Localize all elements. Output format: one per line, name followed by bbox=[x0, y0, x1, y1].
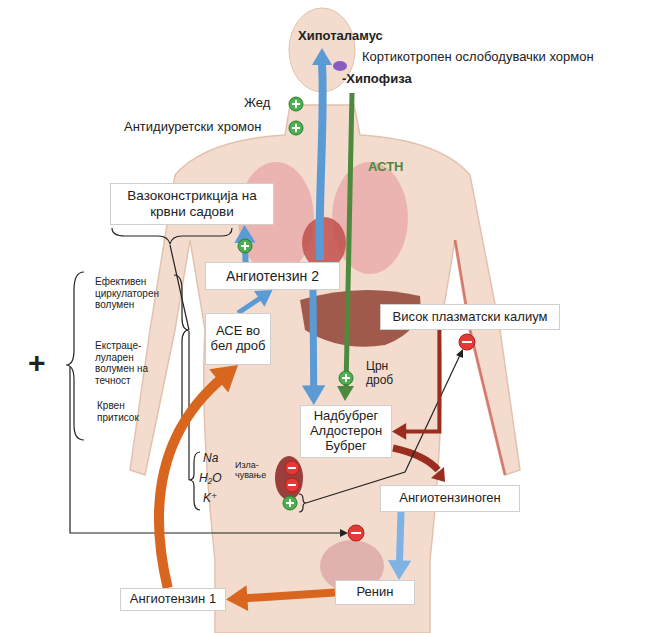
connector-arrow bbox=[302, 290, 325, 405]
acth-arrow bbox=[346, 93, 352, 388]
connector-arrow bbox=[234, 225, 255, 262]
process-box: Надбубрег Алдостерон Бубрег bbox=[300, 405, 392, 458]
red-arrow bbox=[393, 448, 438, 470]
process-box: Висок плазматски калиум bbox=[380, 304, 560, 330]
minus-sign bbox=[459, 334, 475, 350]
connector-line bbox=[159, 376, 225, 588]
arrowhead bbox=[312, 48, 332, 65]
blue-arrow bbox=[320, 63, 323, 260]
text-label: Антидиуретски хромон bbox=[124, 120, 261, 135]
minus-sign bbox=[348, 525, 364, 541]
arrowhead bbox=[226, 585, 248, 611]
text-label: Na bbox=[203, 452, 218, 466]
box-text: Ангиотензиноген bbox=[399, 491, 501, 506]
brace bbox=[112, 228, 232, 244]
box-text: Надбубрег Алдостерон Бубрег bbox=[305, 409, 387, 454]
plus-sign bbox=[289, 121, 303, 135]
process-box: Вазоконстрикција на крвни садови bbox=[110, 183, 274, 225]
box-text: Висок плазматски калиум bbox=[393, 310, 548, 325]
text-label: K⁺ bbox=[203, 492, 217, 506]
connector-line bbox=[399, 512, 401, 566]
arrowhead bbox=[388, 560, 411, 580]
minus-sign bbox=[285, 461, 299, 475]
box-text: АСЕ во бел дроб bbox=[210, 324, 266, 354]
connector-arrow bbox=[159, 365, 238, 588]
minus-sign bbox=[285, 478, 299, 492]
connector-line bbox=[402, 330, 439, 431]
plus-sign bbox=[238, 239, 252, 253]
text-label: Жед bbox=[244, 96, 270, 111]
arrowhead bbox=[209, 365, 238, 392]
brace bbox=[299, 494, 306, 512]
text-label: Црн дроб bbox=[366, 360, 408, 388]
text-label: Ефективен циркулаторен волумен bbox=[95, 276, 173, 311]
plus-sign bbox=[339, 371, 353, 385]
text-label: -Хипофиза bbox=[342, 72, 412, 87]
process-box: Ангиотензин 1 bbox=[120, 588, 226, 611]
connector-arrow bbox=[226, 585, 335, 611]
text-label: Екстраце- луларен волумен на течност bbox=[95, 340, 169, 386]
arrowhead bbox=[392, 423, 406, 440]
process-box: Ангиотензин 2 bbox=[205, 262, 340, 290]
connector-line bbox=[241, 593, 335, 599]
brace bbox=[189, 452, 200, 510]
box-text: Ангиотензин 1 bbox=[130, 592, 216, 607]
box-text: Вазоконстрикција на крвни садови bbox=[115, 188, 269, 219]
arrowhead bbox=[254, 290, 273, 307]
process-box: Ренин bbox=[335, 580, 415, 605]
plus-sign bbox=[283, 496, 297, 510]
leader-line bbox=[170, 245, 189, 330]
plus-sign bbox=[289, 97, 303, 111]
arrowhead bbox=[340, 529, 348, 537]
text-label: АСТН bbox=[368, 160, 403, 175]
text-label: Изла- чување bbox=[235, 460, 277, 481]
arrowhead bbox=[456, 349, 463, 358]
arrowhead bbox=[431, 467, 445, 482]
box-text: Ангиотензин 2 bbox=[226, 268, 319, 284]
text-label: Крвен притисок bbox=[97, 400, 169, 423]
connector-arrow bbox=[392, 330, 439, 440]
process-box: Ангиотензиноген bbox=[380, 485, 520, 512]
connector-arrow bbox=[238, 290, 273, 313]
lung bbox=[332, 162, 408, 274]
text-label: Кортикотропен ослободувачки хормон bbox=[362, 50, 594, 65]
pituitary bbox=[333, 61, 347, 71]
arrowhead bbox=[337, 386, 354, 401]
text-label: + bbox=[28, 346, 46, 381]
kidney bbox=[275, 456, 303, 500]
text-label: Хипоталамус bbox=[298, 29, 383, 44]
connector-arrow bbox=[388, 512, 411, 580]
process-box: АСЕ во бел дроб bbox=[205, 313, 271, 365]
text-label: H₂O bbox=[199, 472, 222, 486]
arrowhead bbox=[302, 385, 325, 405]
box-text: Ренин bbox=[357, 585, 394, 600]
connector-line bbox=[310, 290, 318, 391]
brace bbox=[66, 272, 84, 440]
blood-vessel bbox=[455, 240, 505, 475]
